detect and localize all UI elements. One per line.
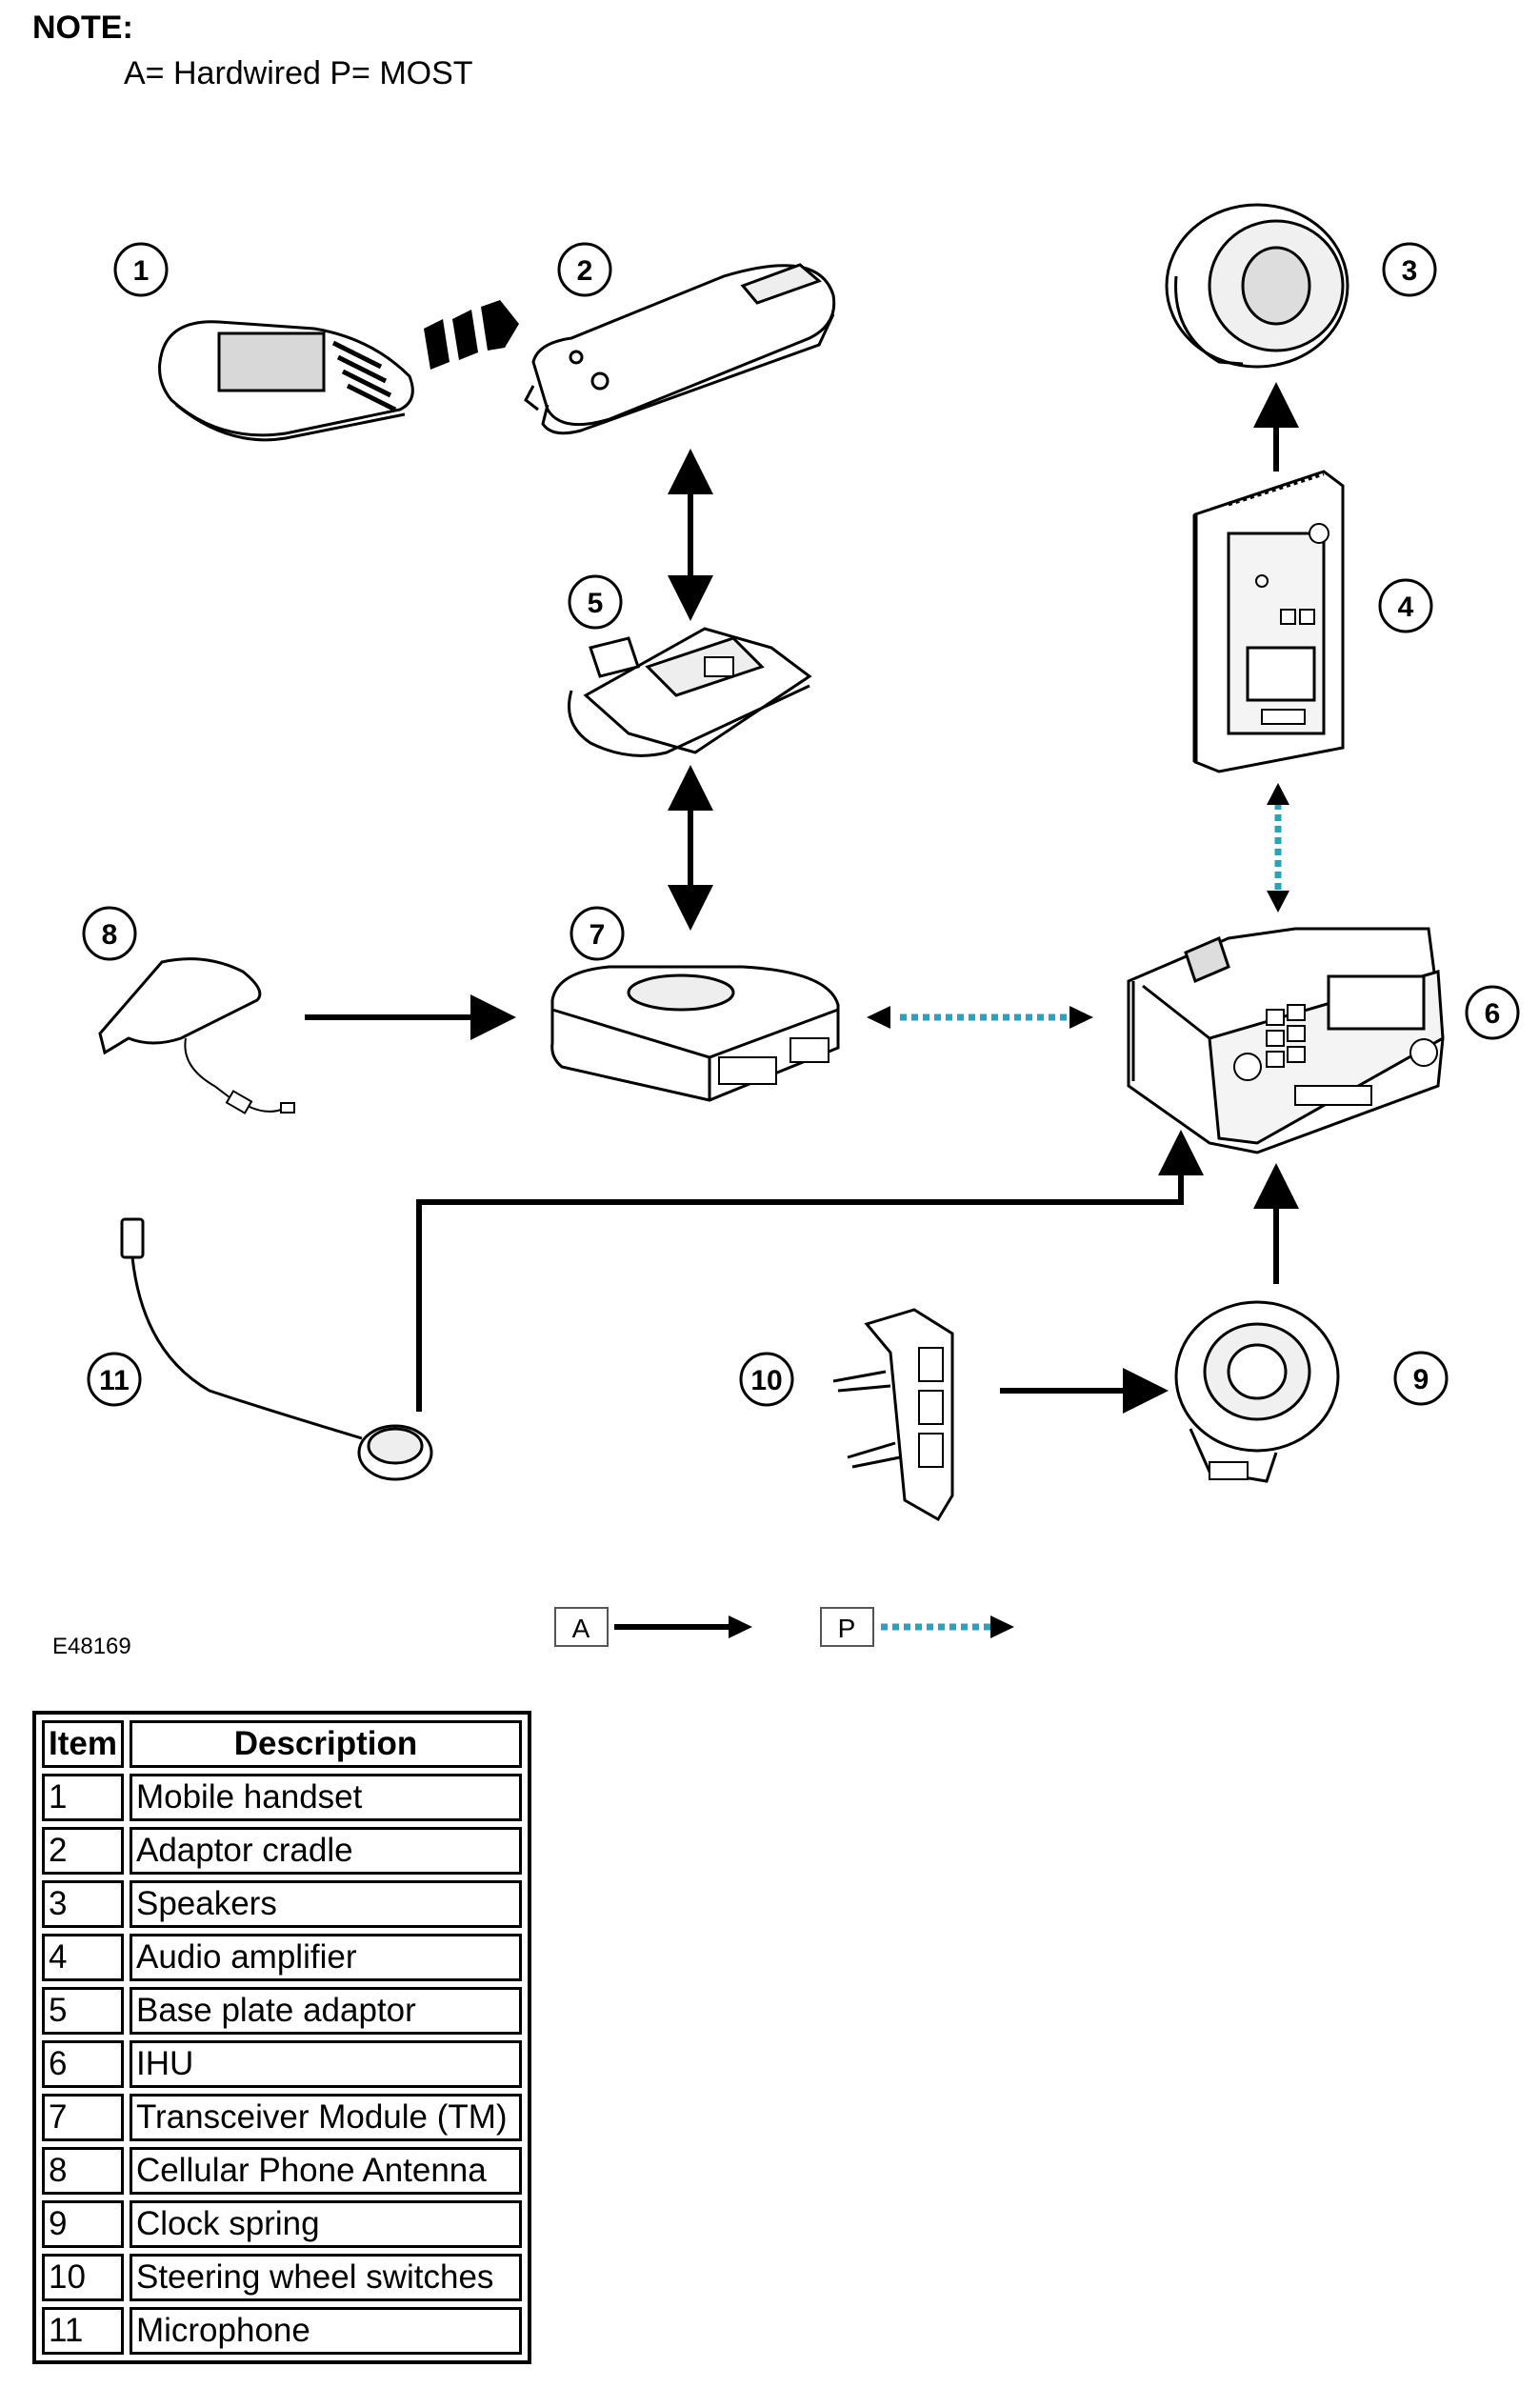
row-description: Clock spring <box>129 2200 522 2248</box>
row-description: Speakers <box>129 1880 522 1928</box>
callout-9: 9 <box>1393 1351 1449 1406</box>
row-description: Steering wheel switches <box>129 2254 522 2301</box>
header-description: Description <box>129 1720 522 1768</box>
note-title: NOTE: <box>32 10 133 46</box>
svg-text:1: 1 <box>133 255 150 287</box>
row-description: IHU <box>129 2040 522 2088</box>
base-plate-adaptor-drawing <box>568 627 812 757</box>
callout-7: 7 <box>570 906 625 961</box>
link-11-6 <box>416 1130 1204 1412</box>
row-description: Adaptor cradle <box>129 1827 522 1875</box>
row-item: 5 <box>42 1987 124 2035</box>
row-item: 4 <box>42 1934 124 1981</box>
svg-text:8: 8 <box>102 919 118 951</box>
callout-5: 5 <box>568 574 623 630</box>
callout-2: 2 <box>557 242 612 297</box>
transfer-arrows <box>424 300 519 370</box>
row-description: Cellular Phone Antenna <box>129 2147 522 2195</box>
row-item: 7 <box>42 2094 124 2141</box>
svg-text:10: 10 <box>750 1365 782 1396</box>
callout-10: 10 <box>739 1352 794 1407</box>
svg-text:3: 3 <box>1402 255 1418 287</box>
svg-text:2: 2 <box>577 255 593 287</box>
steering-wheel-switches-drawing <box>832 1308 954 1522</box>
audio-amplifier-drawing <box>1192 470 1345 773</box>
callout-8: 8 <box>82 906 137 961</box>
row-item: 6 <box>42 2040 124 2088</box>
hardwired-connections <box>305 382 1299 1414</box>
cellular-antenna-drawing <box>98 957 295 1114</box>
callout-4: 4 <box>1378 578 1433 633</box>
svg-text:9: 9 <box>1413 1364 1429 1395</box>
svg-text:11: 11 <box>99 1365 130 1396</box>
row-item: 10 <box>42 2254 124 2301</box>
microphone-drawing <box>120 1217 433 1481</box>
row-item: 2 <box>42 1827 124 1875</box>
mobile-handset-drawing <box>158 320 414 442</box>
row-description: Mobile handset <box>129 1774 522 1821</box>
row-description: Transceiver Module (TM) <box>129 2094 522 2141</box>
ihu-drawing <box>1127 927 1445 1154</box>
callout-11: 11 <box>87 1352 142 1407</box>
speaker-drawing <box>1165 203 1349 369</box>
clock-spring-drawing <box>1174 1300 1340 1483</box>
legend-most-letter: P <box>838 1614 856 1643</box>
most-connections <box>867 783 1289 1029</box>
row-description: Microphone <box>129 2307 522 2355</box>
callout-1: 1 <box>113 242 169 297</box>
adaptor-cradle-drawing <box>524 263 836 435</box>
row-item: 9 <box>42 2200 124 2248</box>
row-item: 3 <box>42 1880 124 1928</box>
table-header-row: Item Description <box>42 1720 522 1768</box>
row-item: 11 <box>42 2307 124 2355</box>
note-text: A= Hardwired P= MOST <box>124 55 473 91</box>
system-diagram: 1 2 3 4 5 6 7 8 9 10 11 E48169 A P <box>52 203 1520 1659</box>
row-item: 1 <box>42 1774 124 1821</box>
row-description: Audio amplifier <box>129 1934 522 1981</box>
row-item: 8 <box>42 2147 124 2195</box>
callout-3: 3 <box>1382 242 1437 297</box>
transceiver-module-drawing <box>550 965 840 1102</box>
callout-6: 6 <box>1465 985 1520 1040</box>
svg-text:7: 7 <box>590 919 606 951</box>
svg-text:4: 4 <box>1398 592 1414 623</box>
figure-id: E48169 <box>52 1634 131 1659</box>
callouts: 1 2 3 4 5 6 7 8 9 10 11 <box>82 242 1520 1407</box>
legend-hardwired-letter: A <box>572 1614 590 1643</box>
row-description: Base plate adaptor <box>129 1987 522 2035</box>
svg-text:6: 6 <box>1485 998 1501 1030</box>
legend-most: P <box>820 1607 1014 1647</box>
legend-hardwired: A <box>554 1607 752 1647</box>
svg-text:5: 5 <box>588 588 604 619</box>
header-item: Item <box>42 1720 124 1768</box>
